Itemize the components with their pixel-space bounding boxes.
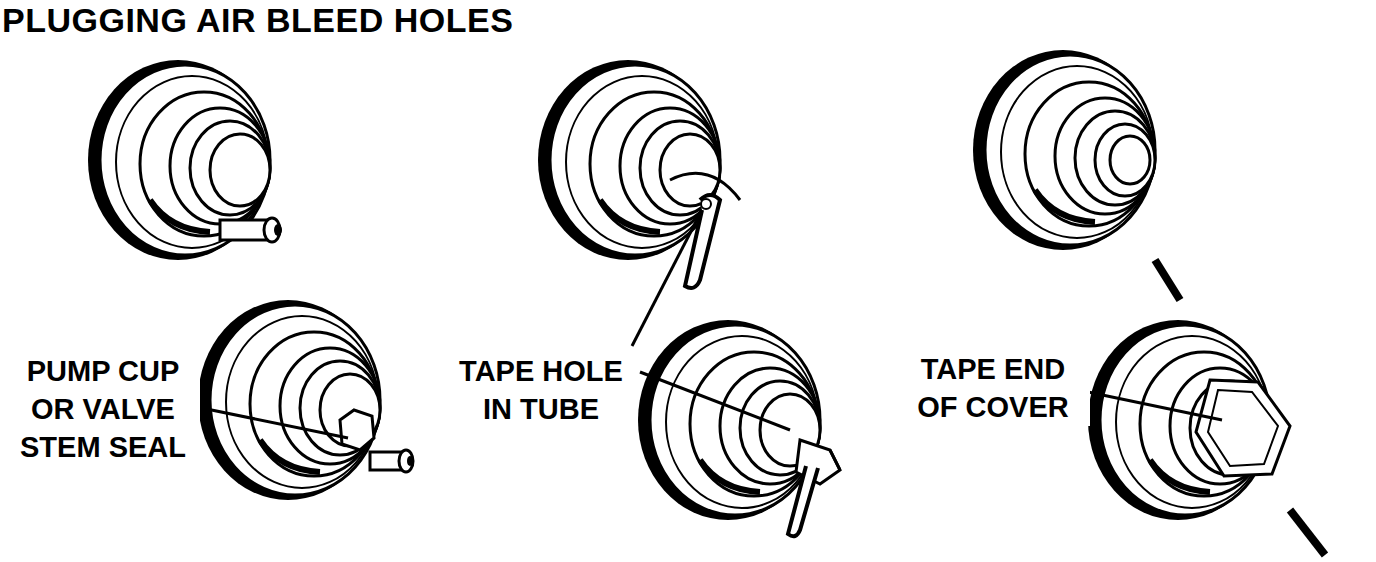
part-label: TAPE HOLE IN TUBE: [444, 352, 638, 428]
leader-lines: [192, 210, 1222, 438]
housing-top-left: [88, 60, 282, 260]
housing-top-right: [973, 50, 1180, 300]
housing-bottom-left: [198, 300, 413, 500]
part-label: PUMP CUP OR VALVE STEM SEAL: [6, 352, 200, 466]
housing-bottom-right: [1088, 320, 1325, 555]
part-label: TAPE END OF COVER: [896, 350, 1090, 426]
figure-title: PLUGGING AIR BLEED HOLES: [2, 0, 513, 40]
housing-bottom-middle: [638, 320, 840, 536]
housing-top-middle: [538, 60, 740, 288]
